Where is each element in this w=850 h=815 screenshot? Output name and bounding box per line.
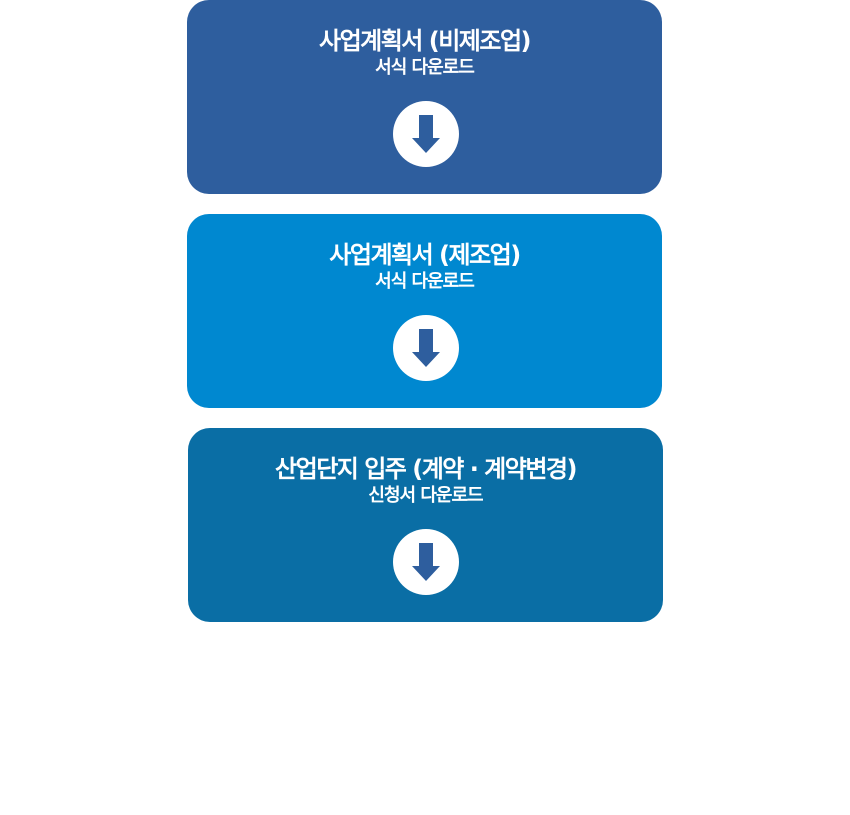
card-subtitle: 서식 다운로드 [375,57,475,78]
card-title: 산업단지 입주 (계약 · 계약변경) [275,455,577,483]
download-card-industrial-complex[interactable]: 산업단지 입주 (계약 · 계약변경) 신청서 다운로드 [188,428,663,622]
card-title: 사업계획서 (제조업) [329,241,521,269]
card-subtitle: 서식 다운로드 [375,271,475,292]
card-title: 사업계획서 (비제조업) [318,27,532,55]
download-button[interactable] [393,315,459,381]
arrow-down-icon [412,115,440,153]
download-card-manufacturing[interactable]: 사업계획서 (제조업) 서식 다운로드 [187,214,662,408]
card-subtitle: 신청서 다운로드 [368,485,483,506]
download-button[interactable] [393,101,459,167]
arrow-down-icon [412,543,440,581]
arrow-down-icon [412,329,440,367]
download-card-non-manufacturing[interactable]: 사업계획서 (비제조업) 서식 다운로드 [187,0,662,194]
download-button[interactable] [393,529,459,595]
